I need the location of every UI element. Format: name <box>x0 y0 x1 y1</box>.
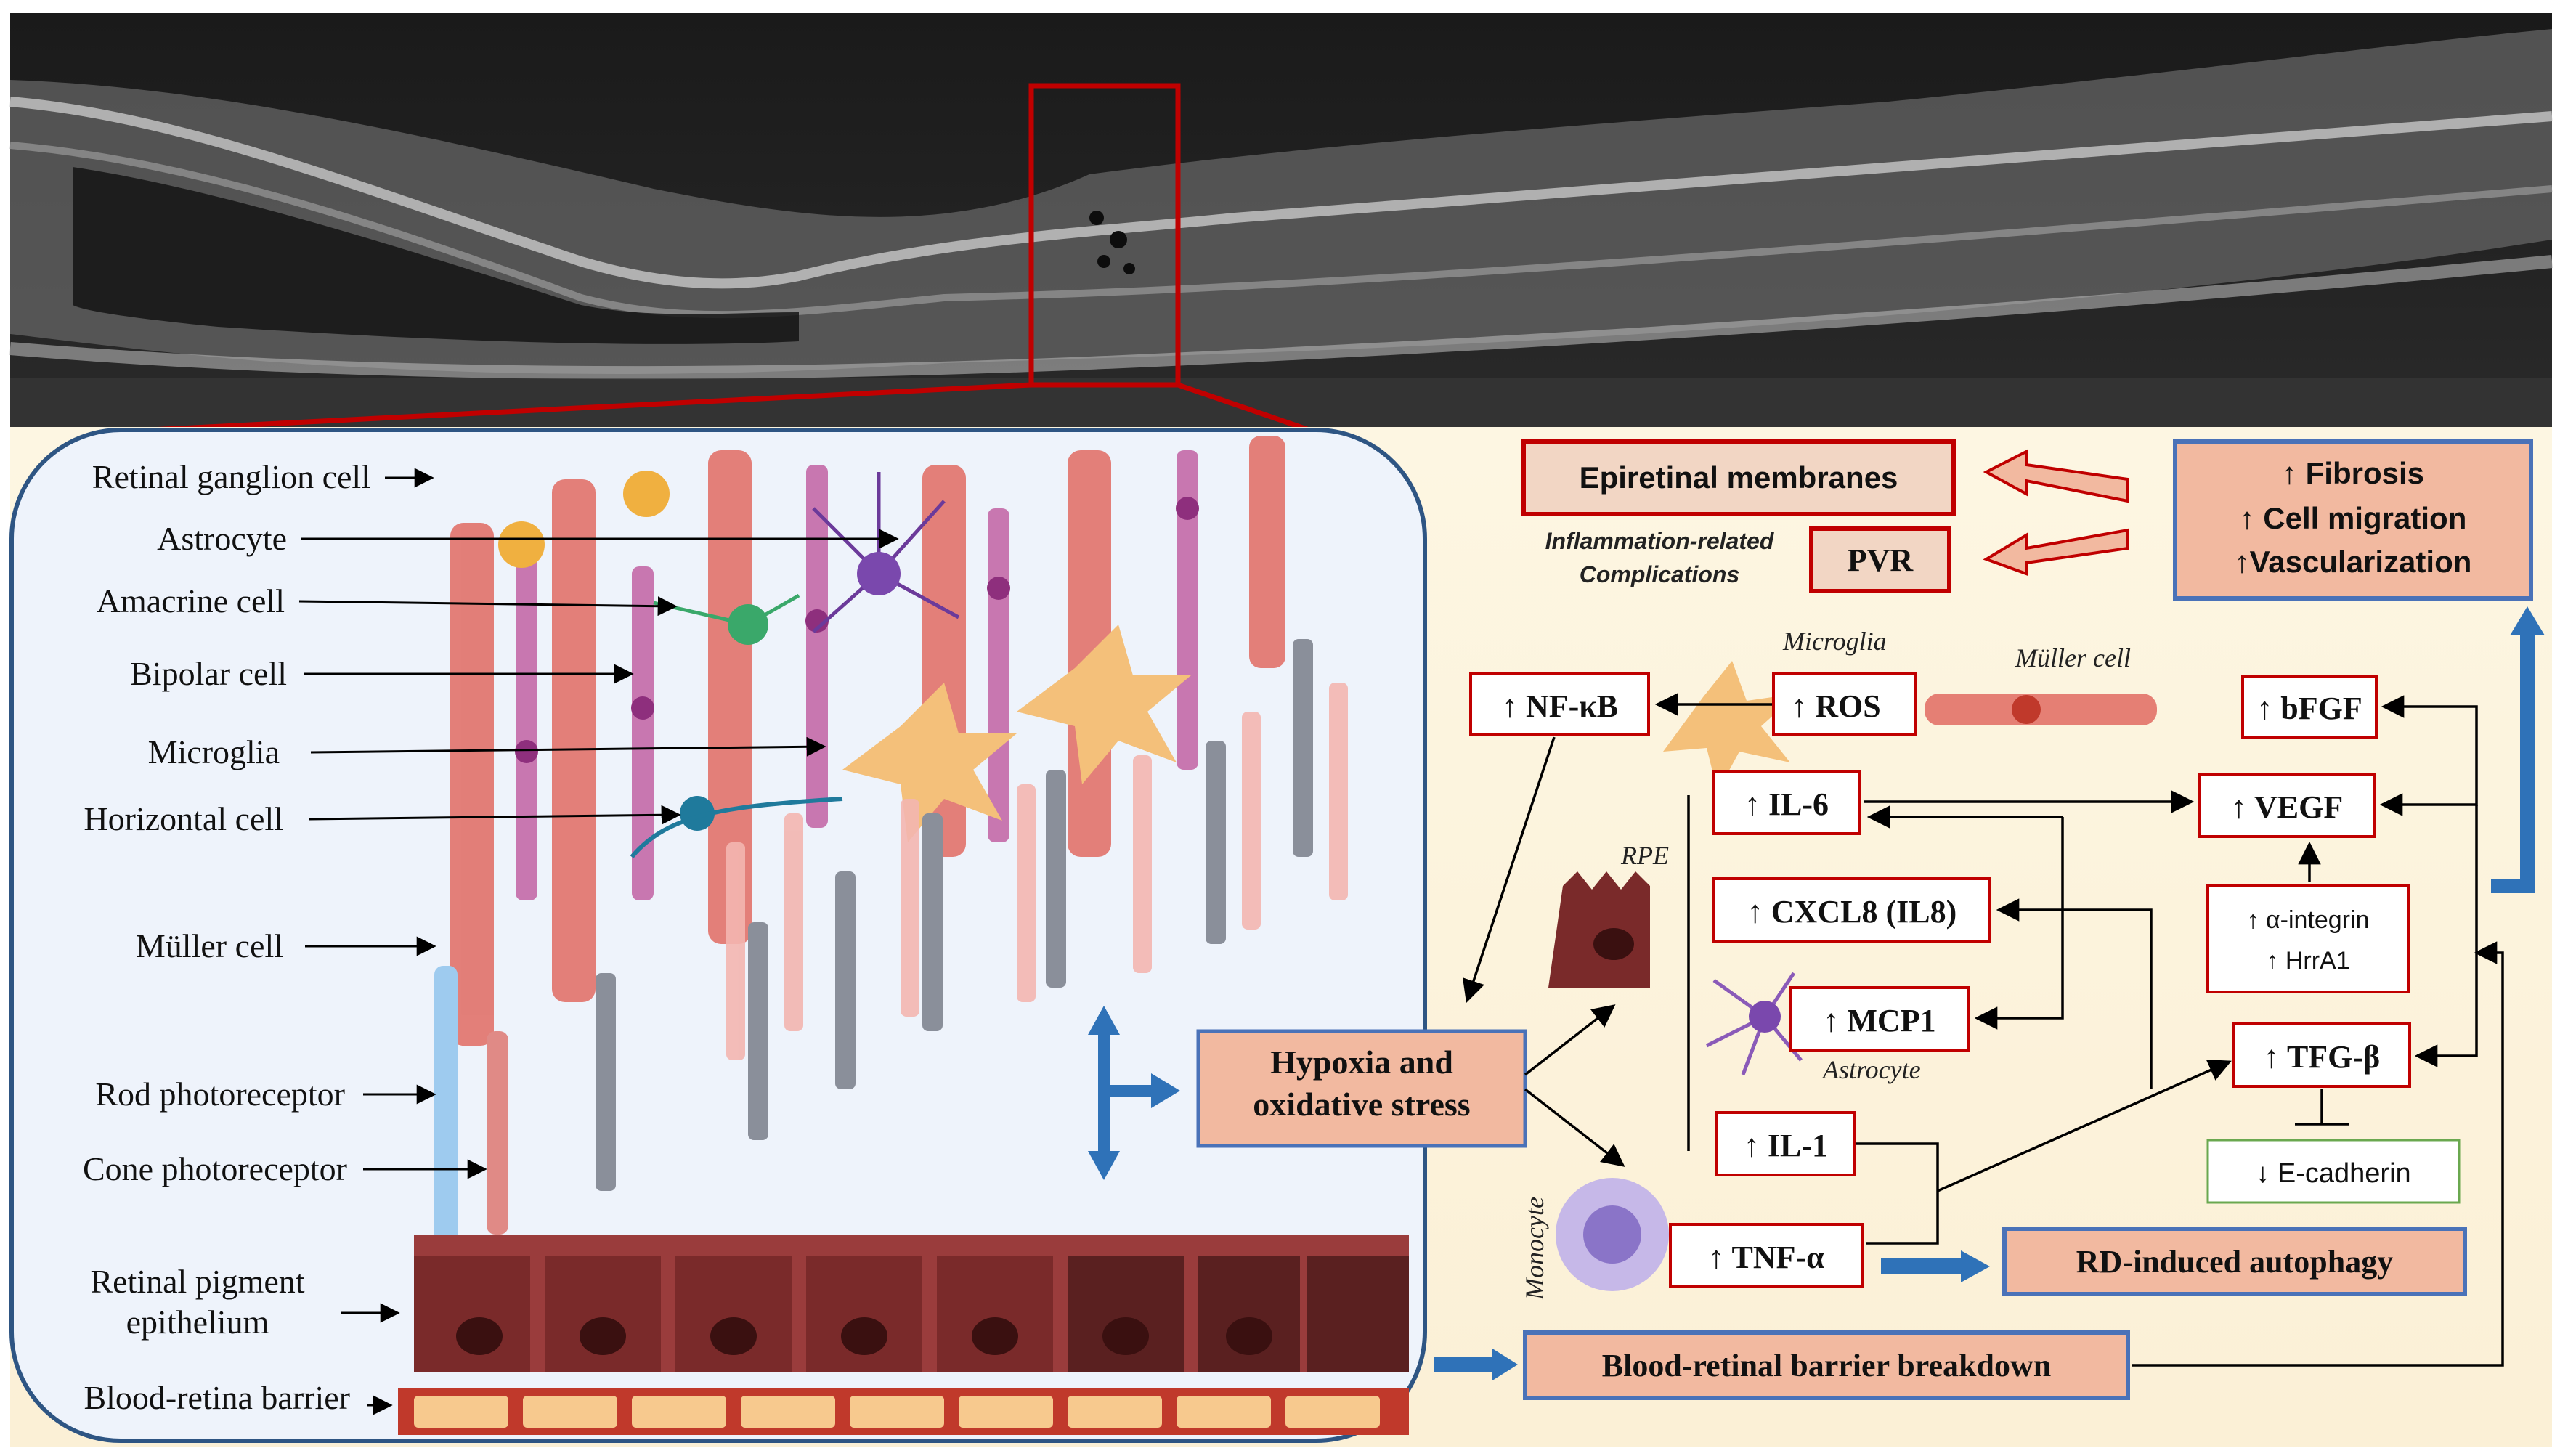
label-blood-retina-barrier: Blood-retina barrier <box>84 1379 350 1416</box>
microglia-illustration <box>842 625 1191 842</box>
branch-arrow <box>1088 1006 1180 1180</box>
microglia-small-illustration <box>1663 661 1797 792</box>
vascularization-label: ↑Vascularization <box>2235 545 2472 579</box>
zoom-box <box>1028 83 1181 388</box>
complication-arrows <box>1983 449 2129 576</box>
rd-autophagy-label: RD-induced autophagy <box>2076 1244 2393 1280</box>
ecadherin-box <box>2206 1139 2461 1204</box>
tnfa-label: ↑ TNF-α <box>1708 1240 1824 1275</box>
complications-line2: Complications <box>1580 561 1739 587</box>
tnfa-box <box>1669 1223 1864 1288</box>
nfkb-box <box>1469 672 1650 736</box>
bfgf-label: ↑ bFGF <box>2256 691 2362 726</box>
hrra1-label: ↑ HrrA1 <box>2266 947 2349 975</box>
label-cone-photoreceptor: Cone photoreceptor <box>83 1150 347 1187</box>
microglia-caption: Microglia <box>1782 627 1887 656</box>
hypoxia-line1: Hypoxia and <box>1270 1044 1453 1081</box>
monocyte-caption: Monocyte <box>1520 1197 1549 1301</box>
alpha-integrin-label: ↑ α-integrin <box>2247 906 2370 934</box>
vegf-label: ↑ VEGF <box>2231 789 2343 825</box>
il1-label: ↑ IL-1 <box>1744 1128 1828 1163</box>
retina-illustration-panel: Retinal ganglion cell Astrocyte Amacrine… <box>9 428 1427 1443</box>
label-muller-cell: Müller cell <box>136 927 283 964</box>
rpe-caption: RPE <box>1620 841 1669 870</box>
astrocyte-small-illustration <box>1705 972 1803 1075</box>
il1-box <box>1715 1111 1856 1176</box>
outcomes-box <box>2173 439 2533 601</box>
cxcl8-box <box>1712 877 1991 943</box>
blue-arrows <box>1434 606 2545 1380</box>
label-rod-photoreceptor: Rod photoreceptor <box>95 1075 345 1113</box>
epiretinal-label: Epiretinal membranes <box>1580 460 1898 495</box>
rpe-illustration <box>414 1235 1409 1372</box>
label-rpe-line2: epithelium <box>126 1304 269 1341</box>
tgfb-box <box>2232 1022 2411 1088</box>
mcp1-label: ↑ MCP1 <box>1823 1003 1935 1038</box>
label-amacrine-cell: Amacrine cell <box>97 582 285 619</box>
complications-line1: Inflammation-related <box>1545 528 1775 554</box>
nfkb-label: ↑ NF-κB <box>1502 688 1618 724</box>
vegf-box <box>2198 773 2376 838</box>
rd-autophagy-box <box>2002 1227 2467 1296</box>
integrin-box <box>2206 884 2410 993</box>
hypoxia-box <box>1196 1029 1527 1148</box>
label-rpe-line1: Retinal pigment <box>90 1263 304 1300</box>
label-astrocyte: Astrocyte <box>157 520 287 557</box>
cell-migration-label: ↑ Cell migration <box>2240 501 2467 535</box>
blood-barrier-illustration <box>398 1388 1409 1435</box>
rpe-small-illustration <box>1548 871 1650 988</box>
mcp1-box <box>1789 986 1970 1052</box>
label-microglia: Microglia <box>148 733 280 770</box>
il6-box <box>1712 770 1861 835</box>
brb-breakdown-box <box>1523 1330 2130 1400</box>
label-bipolar-cell: Bipolar cell <box>130 655 287 692</box>
oct-scan <box>9 13 2553 427</box>
astrocyte-caption: Astrocyte <box>1821 1055 1921 1084</box>
monocyte-illustration <box>1556 1178 1669 1291</box>
ecadherin-label: ↓ E-cadherin <box>2256 1158 2410 1189</box>
ros-label: ↑ ROS <box>1791 688 1880 724</box>
muller-caption: Müller cell <box>2015 643 2131 672</box>
fibrosis-label: ↑ Fibrosis <box>2282 456 2424 490</box>
pvr-label: PVR <box>1848 542 1914 578</box>
epiretinal-box <box>1521 439 1956 516</box>
brb-breakdown-label: Blood-retinal barrier breakdown <box>1602 1348 2051 1383</box>
astrocyte-illustration <box>812 472 960 633</box>
label-horizontal-cell: Horizontal cell <box>84 800 283 837</box>
cxcl8-label: ↑ CXCL8 (IL8) <box>1747 894 1956 930</box>
pathway-connectors <box>1462 693 2504 1367</box>
label-retinal-ganglion-cell: Retinal ganglion cell <box>92 458 370 495</box>
hypoxia-line2: oxidative stress <box>1253 1086 1470 1123</box>
il6-label: ↑ IL-6 <box>1744 786 1829 822</box>
ros-box <box>1772 672 1917 736</box>
tgfb-label: ↑ TFG-β <box>2264 1039 2381 1075</box>
bfgf-box <box>2241 675 2378 739</box>
muller-small-illustration <box>1925 694 2157 725</box>
pvr-box <box>1809 526 1951 593</box>
